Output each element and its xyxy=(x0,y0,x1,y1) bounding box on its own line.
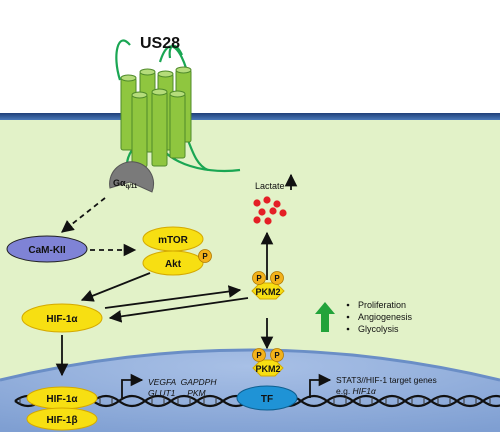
helix-7 xyxy=(169,93,186,159)
nuclear-envelope xyxy=(0,348,500,382)
extracellular-space xyxy=(0,0,500,115)
mtor-label: mTOR xyxy=(158,235,189,246)
outcome-2: Angiogenesis xyxy=(358,312,413,322)
cell-membrane xyxy=(0,113,500,120)
arrows xyxy=(55,173,332,398)
hif1a-label: HIF-1α xyxy=(46,314,78,325)
tf-label: TF xyxy=(261,394,273,405)
helix-6 xyxy=(151,91,168,167)
akt-node xyxy=(142,250,204,276)
akt-phospho xyxy=(198,249,212,263)
outcome-list: Proliferation Angiogenesis Glycolysis xyxy=(346,300,413,334)
arrow-galpha-camkii xyxy=(61,197,106,233)
receptor-title: US28 xyxy=(140,35,180,52)
outcome-1: Proliferation xyxy=(358,300,406,310)
nuclear-pkm2-phospho-2 xyxy=(270,348,284,362)
pkm2-phospho-2-label: P xyxy=(274,274,280,283)
hif1a-node xyxy=(21,303,103,333)
tf-node xyxy=(236,385,298,411)
arrow-hif1a-pkm2 xyxy=(104,285,242,309)
genes-left-line1: VEGFA GAPDPH xyxy=(148,377,217,387)
nuclear-pkm2-label: PKM2 xyxy=(255,364,280,374)
camkii-node xyxy=(6,235,88,263)
genes-left-line2: GLUT1 PKM xyxy=(148,388,207,398)
us28-receptor xyxy=(120,66,192,168)
akt-label: Akt xyxy=(165,259,182,270)
nuclear-pkm2-phospho-2-label: P xyxy=(274,351,280,360)
outcome-3: Glycolysis xyxy=(358,324,399,334)
camkii-label: CaM-KII xyxy=(28,245,65,256)
nuclear-hif1a-label: HIF-1α xyxy=(46,394,78,405)
pkm2-phospho-2 xyxy=(270,271,284,285)
galpha-subunit xyxy=(109,161,155,193)
nuclear-hif1b-node xyxy=(26,407,98,431)
akt-phospho-label: P xyxy=(202,252,208,261)
pkm2-label: PKM2 xyxy=(255,287,280,297)
genes-right-line1: STAT3//HIF-1 target genes xyxy=(336,375,437,385)
helix-5 xyxy=(131,94,148,168)
galpha-label: Gαq/11 xyxy=(113,178,138,190)
lactate-label: Lactate xyxy=(255,181,285,191)
transcription-arrow-left xyxy=(121,373,144,398)
lactate-molecules xyxy=(253,196,287,225)
arrow-pkm2-hif1a xyxy=(108,297,249,323)
outcome-up-arrow xyxy=(315,302,335,332)
nuclear-pkm2-phospho-1 xyxy=(252,348,266,362)
transcription-arrow-right xyxy=(309,373,332,398)
pkm2-phospho-1-label: P xyxy=(256,274,262,283)
pkm2-phospho-1 xyxy=(252,271,266,285)
nuclear-hif1b-label: HIF-1β xyxy=(46,415,77,426)
genes-right-line2: e.g. HIF1α xyxy=(336,386,377,396)
nuclear-pkm2-phospho-1-label: P xyxy=(256,351,262,360)
arrow-akt-hif1a xyxy=(80,272,151,302)
